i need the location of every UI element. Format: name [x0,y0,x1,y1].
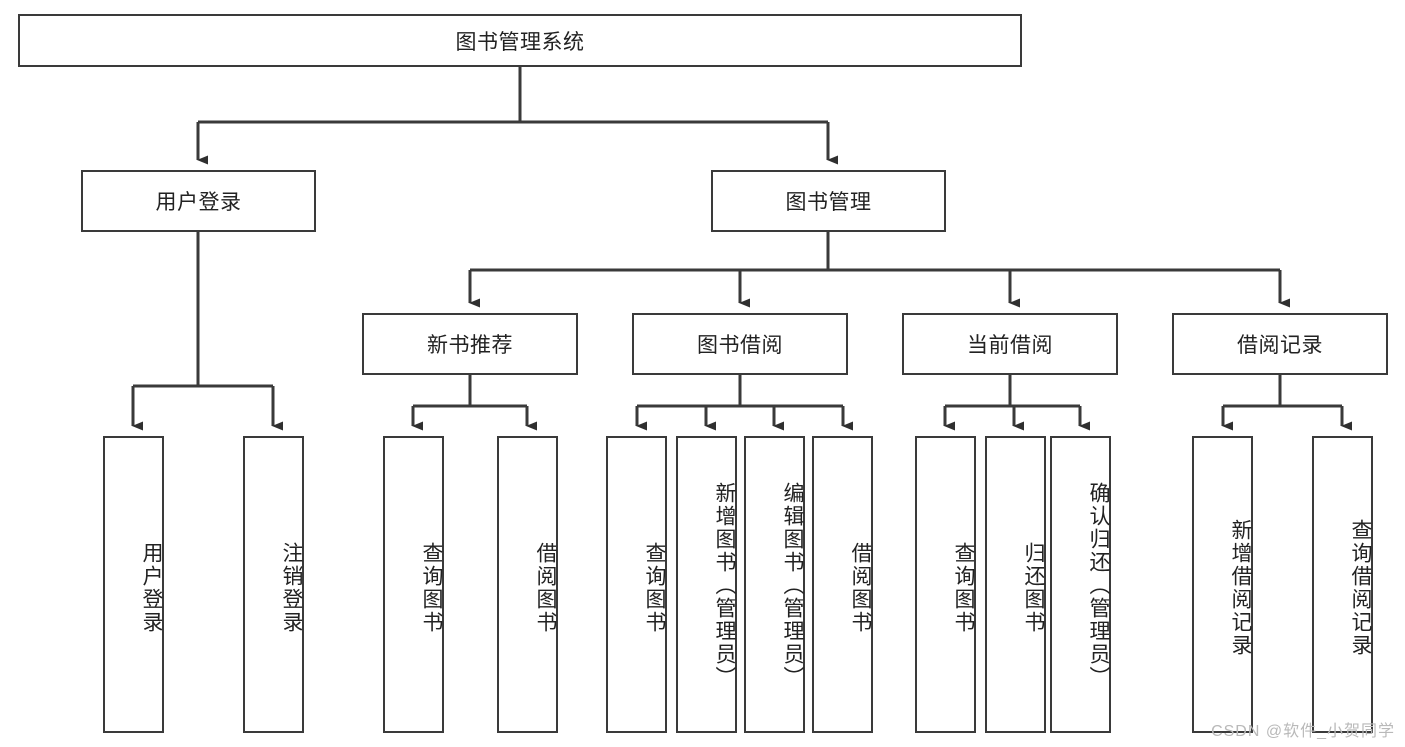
node-leaf-borrow-book-1[interactable]: 借阅图书 [497,436,558,733]
node-leaf-return-book[interactable]: 归还图书 [985,436,1046,733]
node-leaf-edit-book-label: 编辑图书（管理员） [781,482,804,689]
node-leaf-confirm-return[interactable]: 确认归还（管理员） [1050,436,1111,733]
node-leaf-edit-book[interactable]: 编辑图书（管理员） [744,436,805,733]
node-book-borrow-label: 图书借阅 [697,334,783,357]
node-borrow-record[interactable]: 借阅记录 [1172,313,1388,375]
node-leaf-query-record[interactable]: 查询借阅记录 [1312,436,1373,733]
node-leaf-query-book-2-label: 查询图书 [643,541,666,634]
node-leaf-query-book-3-label: 查询图书 [952,541,975,634]
node-new-book-recommend-label: 新书推荐 [427,334,513,357]
node-book-management-label: 图书管理 [785,191,872,214]
node-leaf-user-login-label: 用户登录 [140,541,163,634]
node-leaf-borrow-book-1-label: 借阅图书 [534,541,557,634]
node-leaf-add-record[interactable]: 新增借阅记录 [1192,436,1253,733]
node-leaf-query-record-label: 查询借阅记录 [1349,518,1372,657]
node-leaf-confirm-return-label: 确认归还（管理员） [1087,482,1110,689]
node-leaf-return-book-label: 归还图书 [1022,541,1045,634]
node-current-borrow[interactable]: 当前借阅 [902,313,1118,375]
node-leaf-logout-login[interactable]: 注销登录 [243,436,304,733]
node-book-borrow[interactable]: 图书借阅 [632,313,848,375]
node-leaf-logout-login-label: 注销登录 [280,541,303,634]
node-leaf-borrow-book-2[interactable]: 借阅图书 [812,436,873,733]
node-leaf-add-book-label: 新增图书（管理员） [713,482,736,689]
node-new-book-recommend[interactable]: 新书推荐 [362,313,578,375]
node-current-borrow-label: 当前借阅 [967,334,1053,357]
node-leaf-query-book-1-label: 查询图书 [420,541,443,634]
node-root-label: 图书管理系统 [455,30,585,54]
node-book-management[interactable]: 图书管理 [711,170,946,232]
node-leaf-user-login[interactable]: 用户登录 [103,436,164,733]
node-leaf-borrow-book-2-label: 借阅图书 [849,541,872,634]
node-leaf-query-book-3[interactable]: 查询图书 [915,436,976,733]
watermark: CSDN @软件_小贺同学 [1211,723,1395,740]
node-borrow-record-label: 借阅记录 [1237,334,1323,357]
node-leaf-query-book-1[interactable]: 查询图书 [383,436,444,733]
node-root[interactable]: 图书管理系统 [18,14,1022,67]
node-leaf-add-record-label: 新增借阅记录 [1229,518,1252,657]
node-user-login[interactable]: 用户登录 [81,170,316,232]
node-leaf-add-book[interactable]: 新增图书（管理员） [676,436,737,733]
node-leaf-query-book-2[interactable]: 查询图书 [606,436,667,733]
node-user-login-label: 用户登录 [155,191,242,214]
